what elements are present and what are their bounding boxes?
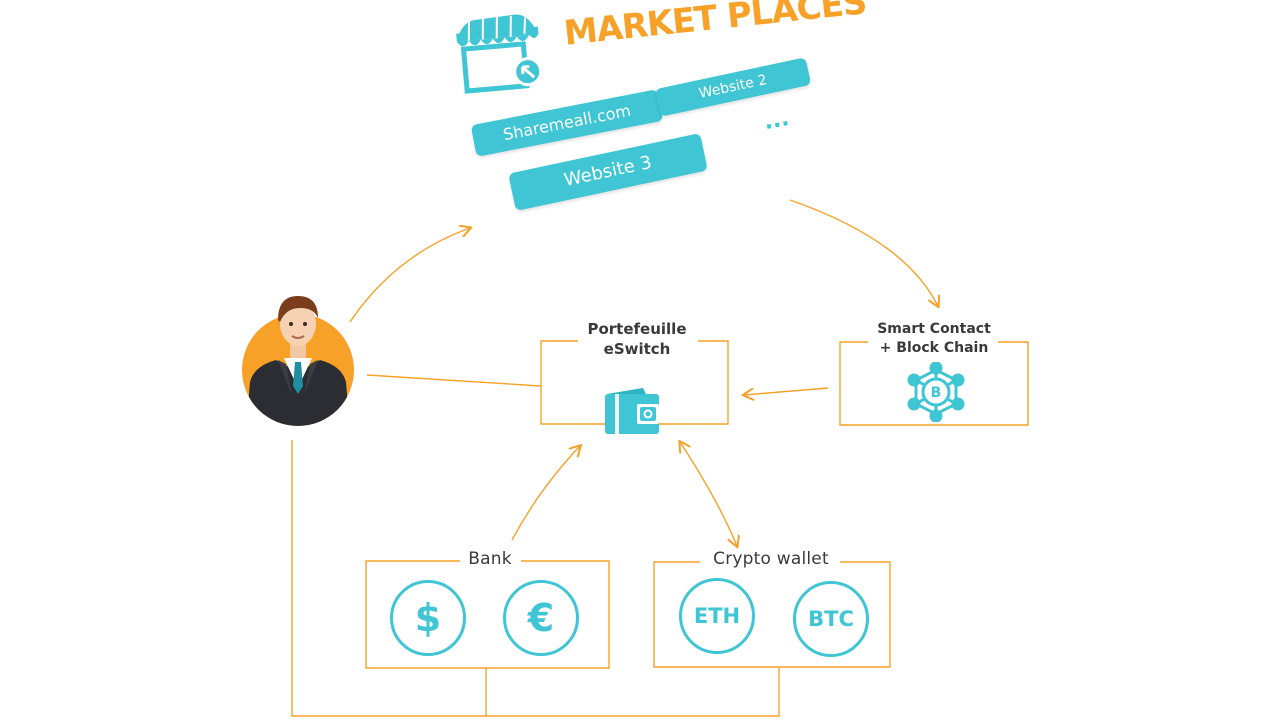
arrow-bank-to-wallet xyxy=(511,446,580,541)
arrow-contract-to-wallet xyxy=(744,387,829,395)
contract-title: Smart Contact + Block Chain xyxy=(856,320,1012,358)
wallet-title-line2: eSwitch xyxy=(603,340,671,358)
crypto-title: Crypto wallet xyxy=(713,549,829,569)
crypto-box xyxy=(653,561,891,668)
more-sites-ellipsis: ... xyxy=(762,106,792,135)
market-stall-icon xyxy=(456,14,543,94)
contract-box xyxy=(839,341,1029,426)
bottom-connector xyxy=(291,440,780,717)
contract-title-line1: Smart Contact xyxy=(877,321,991,337)
wallet-title: Portefeuille eSwitch xyxy=(566,319,708,359)
arrow-wallet-crypto xyxy=(680,442,737,546)
wallet-icon[interactable] xyxy=(603,386,663,436)
line-user-to-wallet xyxy=(366,374,542,387)
bank-box xyxy=(365,560,610,669)
arrow-market-to-contract xyxy=(789,199,938,306)
dollar-icon[interactable]: $ xyxy=(390,580,466,656)
wallet-title-line1: Portefeuille xyxy=(587,320,687,338)
blockchain-icon-letter: B xyxy=(931,385,942,401)
bank-title: Bank xyxy=(468,549,512,569)
user-avatar-icon xyxy=(242,296,354,426)
euro-icon[interactable]: € xyxy=(503,580,579,656)
btc-icon[interactable]: BTC xyxy=(793,581,869,657)
contract-title-line2: + Block Chain xyxy=(879,340,989,356)
eth-icon[interactable]: ETH xyxy=(679,578,755,654)
arrow-user-to-market xyxy=(349,228,470,323)
blockchain-icon[interactable]: B xyxy=(906,362,966,422)
